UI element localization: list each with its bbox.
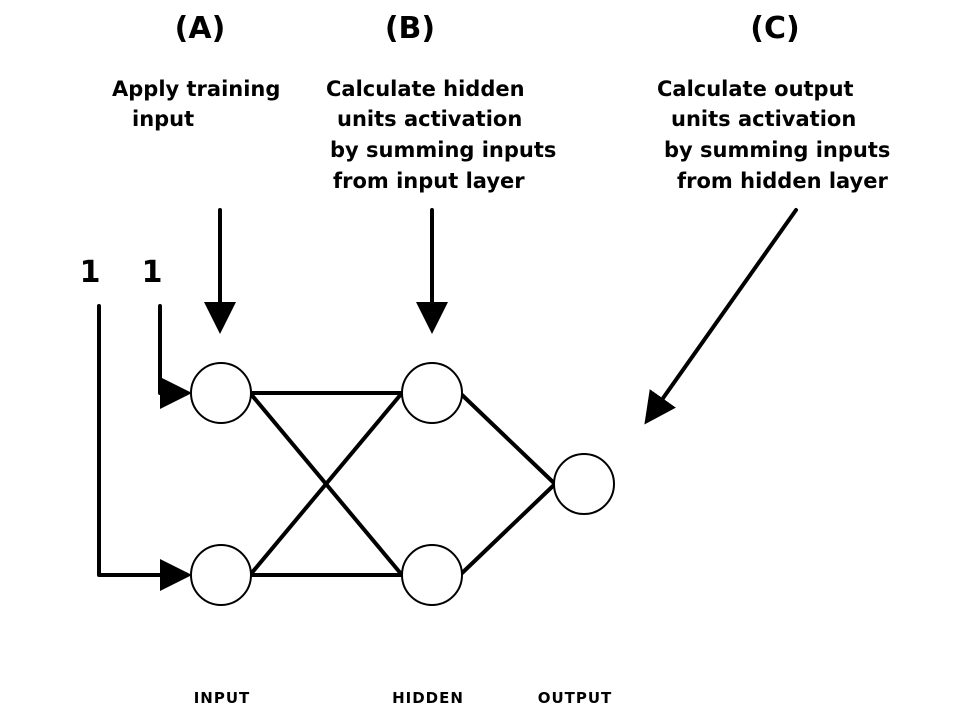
input-value-1: 1 bbox=[80, 255, 101, 290]
input-node-2 bbox=[190, 544, 252, 606]
panel-c-label: (C) bbox=[750, 11, 799, 46]
input-value-2: 1 bbox=[142, 255, 163, 290]
input-node-1 bbox=[190, 362, 252, 424]
panel-b-caption: Calculate hidden units activation by sum… bbox=[326, 77, 556, 193]
panel-c-caption-line: Calculate output bbox=[657, 77, 854, 101]
hidden-node-1 bbox=[401, 362, 463, 424]
output-node bbox=[553, 453, 615, 515]
panel-c-caption-line: from hidden layer bbox=[677, 169, 888, 193]
hidden-node-2 bbox=[401, 544, 463, 606]
panel-c-caption: Calculate output units activation by sum… bbox=[657, 77, 890, 193]
panel-a-caption-line: input bbox=[132, 107, 194, 131]
panel-b-caption-line: from input layer bbox=[333, 169, 525, 193]
panel-a-caption: Apply training input bbox=[112, 77, 280, 131]
panel-b-caption-line: by summing inputs bbox=[330, 138, 556, 162]
connection-line bbox=[458, 482, 557, 577]
input-feed-line-1 bbox=[158, 304, 192, 409]
panel-b-label: (B) bbox=[385, 11, 435, 46]
arrow-c bbox=[644, 208, 798, 425]
panel-b-caption-line: units activation bbox=[337, 107, 522, 131]
input-layer-label: INPUT bbox=[194, 689, 251, 707]
input-feed-line-2 bbox=[97, 304, 192, 591]
panel-a-label: (A) bbox=[175, 11, 226, 46]
panel-b-caption-line: Calculate hidden bbox=[326, 77, 525, 101]
connection-line bbox=[458, 391, 557, 486]
panel-c-caption-line: units activation bbox=[671, 107, 856, 131]
output-layer-label: OUTPUT bbox=[538, 689, 613, 707]
panel-a-caption-line: Apply training bbox=[112, 77, 280, 101]
connection-line bbox=[248, 391, 404, 577]
panel-c-caption-line: by summing inputs bbox=[664, 138, 890, 162]
hidden-layer-label: HIDDEN bbox=[392, 689, 464, 707]
